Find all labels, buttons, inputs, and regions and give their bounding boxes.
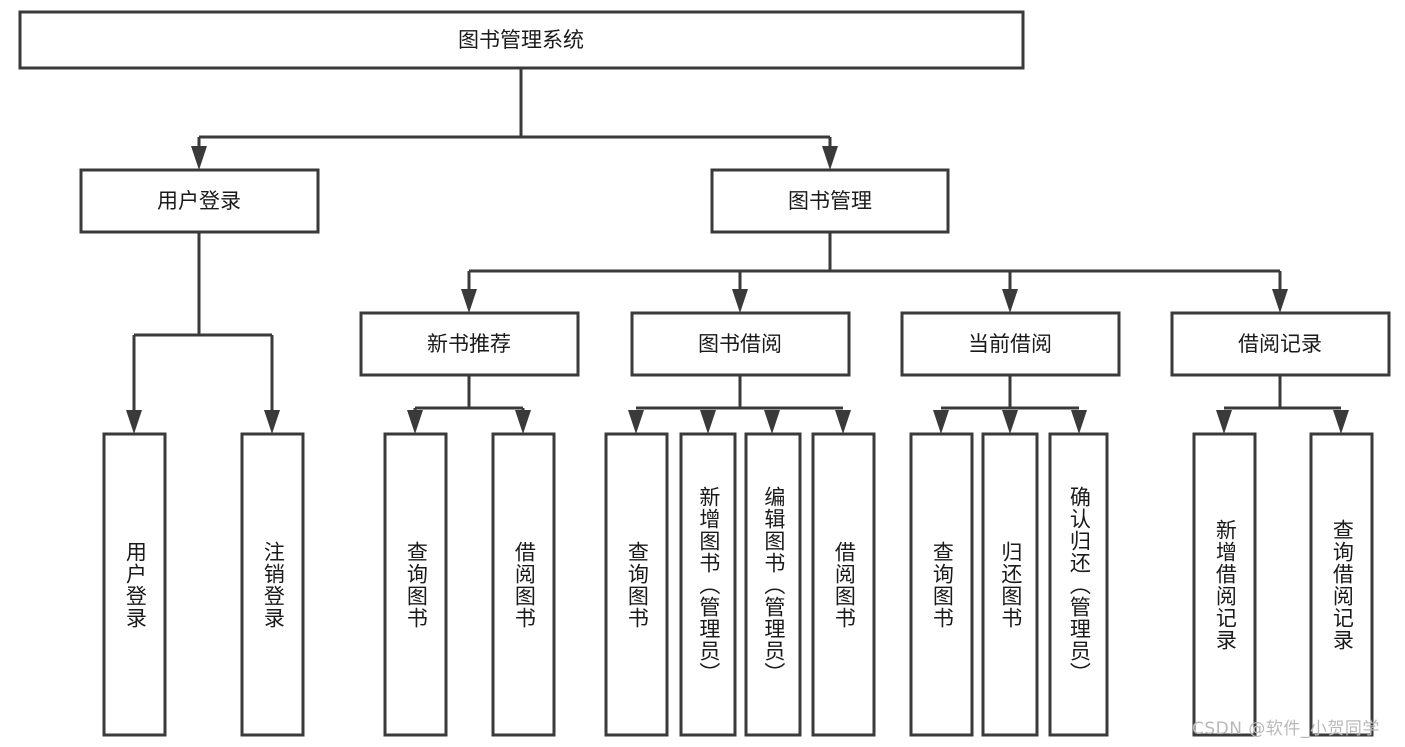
arrow-head-leaf-edit-book [764, 410, 780, 434]
node-box-leaf-user-logout[interactable] [240, 432, 305, 737]
arrow-head-new-book-recommend [461, 289, 477, 313]
node-box-root[interactable] [18, 10, 1025, 70]
node-box-leaf-borrow-book-2[interactable] [811, 432, 876, 737]
arrow-head-leaf-query-record [1333, 410, 1349, 434]
node-box-leaf-add-record[interactable] [1192, 432, 1257, 737]
node-box-leaf-edit-book[interactable] [744, 432, 802, 737]
node-box-leaf-query-book-1[interactable] [383, 432, 448, 737]
node-box-leaf-query-record[interactable] [1309, 432, 1374, 737]
node-label-book-manage: 图书管理 [788, 189, 872, 213]
node-label-book-borrow: 图书借阅 [698, 332, 782, 356]
node-label-borrow-record: 借阅记录 [1238, 332, 1322, 356]
arrow-head-leaf-query-book-1 [407, 410, 423, 434]
node-box-current-borrow[interactable] [900, 311, 1121, 377]
arrow-head-leaf-user-logout [264, 410, 280, 434]
node-box-leaf-borrow-book-1[interactable] [491, 432, 556, 737]
node-label-current-borrow: 当前借阅 [968, 332, 1052, 356]
connector-group-root-to-level2 [191, 68, 838, 170]
connector-group-book-borrow-children [628, 375, 851, 434]
arrow-head-user-login [191, 146, 207, 170]
connector-group-borrow-record-children [1216, 375, 1349, 434]
node-box-leaf-confirm-return[interactable] [1048, 432, 1109, 737]
arrow-head-current-borrow [1002, 289, 1018, 313]
node-box-book-borrow[interactable] [630, 311, 851, 377]
node-box-leaf-add-book[interactable] [679, 432, 737, 737]
node-label-new-book-recommend: 新书推荐 [427, 332, 511, 356]
arrow-head-leaf-add-book [700, 410, 716, 434]
connector-group-book-manage-children [461, 232, 1288, 313]
node-box-leaf-query-book-2[interactable] [604, 432, 669, 737]
node-label-root: 图书管理系统 [458, 28, 584, 52]
arrow-head-leaf-query-book-2 [628, 410, 644, 434]
connector-group-current-borrow-children [933, 375, 1087, 434]
csdn-watermark: CSDN @软件_小贺同学 [1192, 719, 1380, 739]
connector-group-new-book-recommend-children [407, 375, 531, 434]
arrow-head-leaf-user-login [126, 410, 142, 434]
arrow-head-book-borrow [732, 289, 748, 313]
arrow-head-book-manage [822, 146, 838, 170]
node-box-leaf-user-login[interactable] [102, 432, 167, 737]
connector-group-user-login-children [126, 232, 280, 434]
arrow-head-borrow-record [1272, 289, 1288, 313]
arrow-head-leaf-borrow-book-1 [515, 410, 531, 434]
arrow-head-leaf-add-record [1216, 410, 1232, 434]
arrow-head-leaf-borrow-book-2 [835, 410, 851, 434]
node-box-user-login[interactable] [79, 168, 320, 234]
node-box-borrow-record[interactable] [1170, 311, 1391, 377]
arrow-head-leaf-return-book [1002, 410, 1018, 434]
node-box-leaf-return-book[interactable] [981, 432, 1039, 737]
arrow-head-leaf-confirm-return [1071, 410, 1087, 434]
node-box-book-manage[interactable] [710, 168, 950, 234]
arrow-head-leaf-query-book-3 [933, 410, 949, 434]
node-box-leaf-query-book-3[interactable] [909, 432, 974, 737]
node-label-user-login: 用户登录 [157, 189, 241, 213]
node-box-new-book-recommend[interactable] [359, 311, 580, 377]
